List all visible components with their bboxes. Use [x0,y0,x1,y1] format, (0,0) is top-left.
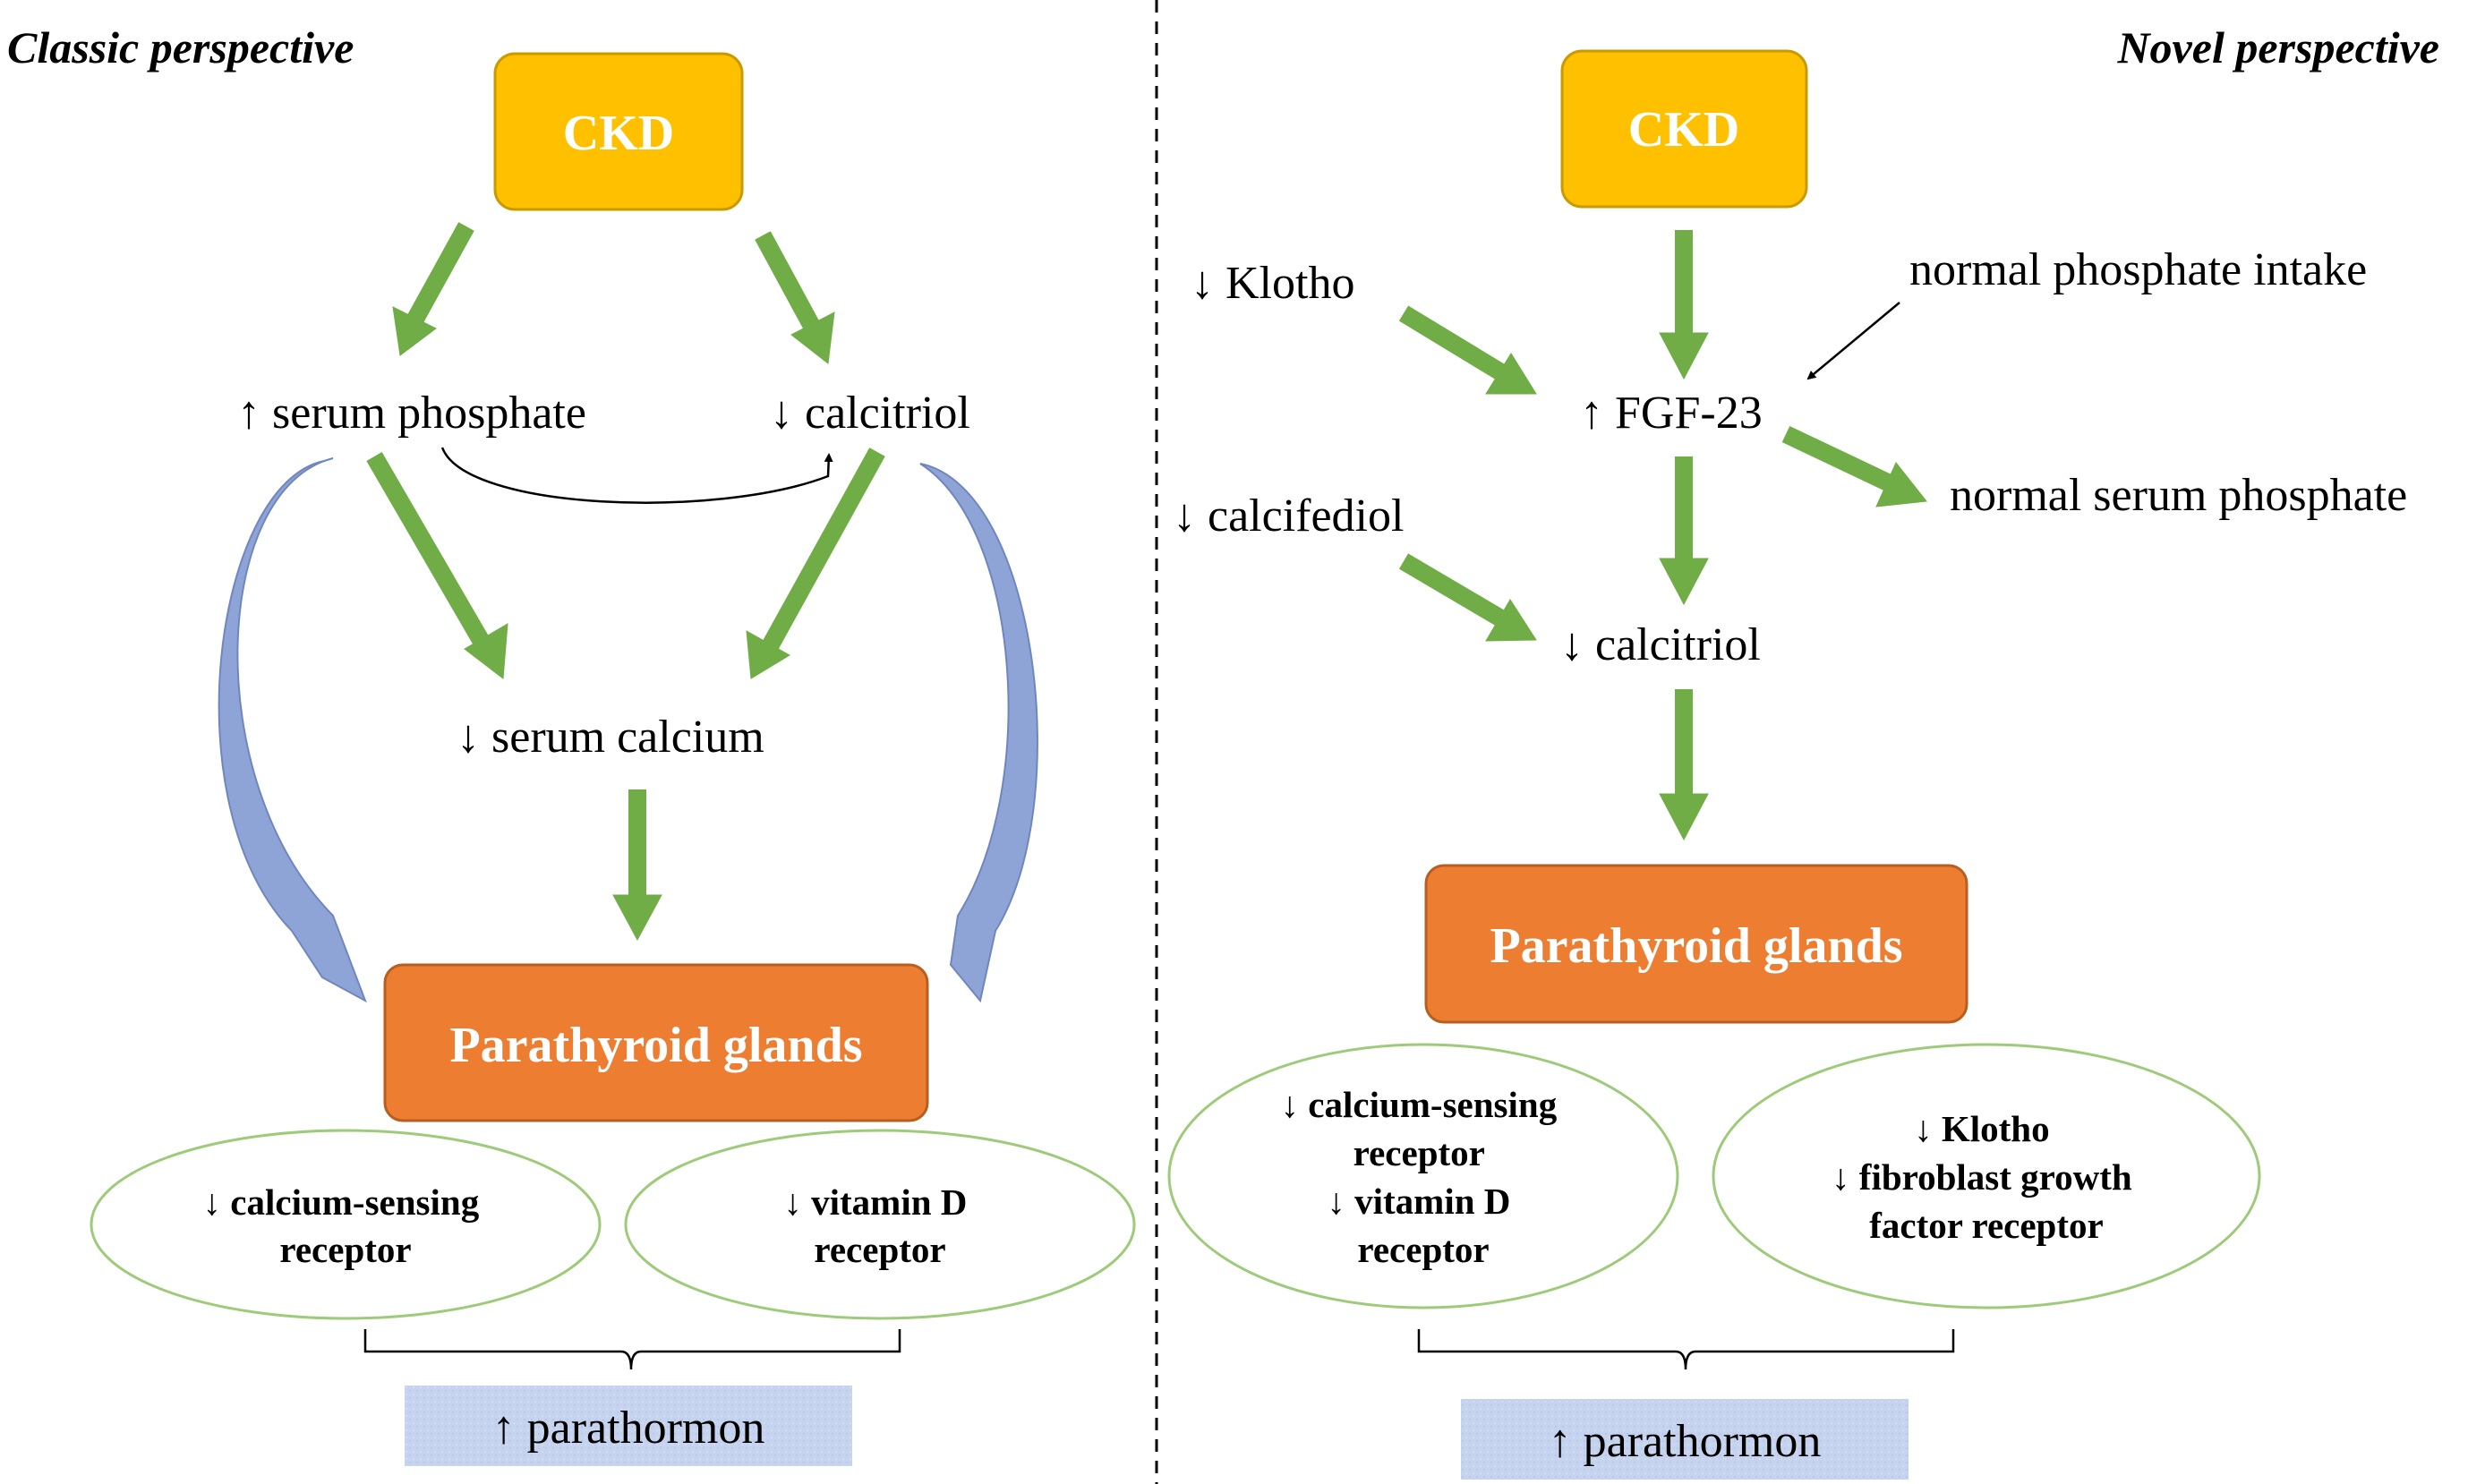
arrow-fgf23-to-serum-phosphate [1781,425,1927,507]
right-brace [1417,1329,1955,1370]
arrow-calcifediol-to-calcitriol [1398,553,1537,642]
right-klotho: ↓ Klotho [1191,258,1354,309]
left-ckd-label: CKD [563,106,674,161]
right-calcifediol: ↓ calcifediol [1173,490,1404,542]
left-heading: Classic perspective [7,22,354,72]
arrow-klotho-to-fgf23 [1398,305,1537,395]
right-heading: Novel perspective [2116,22,2439,72]
right-result-box: ↑ parathormon [1461,1399,1909,1480]
right-calcitriol: ↓ calcitriol [1560,619,1761,670]
left-parathyroid-box: Parathyroid glands [383,963,929,1122]
left-brace [363,1329,901,1370]
right-ckd-label: CKD [1628,102,1739,158]
arrow-ckd-to-fgf23 [1659,230,1709,380]
left-result-box: ↑ parathormon [405,1386,852,1466]
right-ellipse-casr-vdr-text: ↓ calcium-sensing receptor ↓ vitamin D r… [1281,1084,1567,1270]
right-green-arrows [1398,230,1927,841]
left-ellipse-vdr-text: ↓ vitamin D receptor [783,1181,976,1270]
left-ellipse-casr: ↓ calcium-sensing receptor [90,1129,602,1320]
right-parathyroid-label: Parathyroid glands [1490,918,1902,974]
right-normal-serum-phosphate: normal serum phosphate [1950,470,2407,521]
arrow-ckd-to-phosphate [392,222,474,356]
left-serum-phosphate: ↑ serum phosphate [237,388,586,439]
right-phosphate-intake: normal phosphate intake [1909,244,2367,295]
left-ellipse-vdr: ↓ vitamin D receptor [624,1129,1136,1320]
right-ellipse-klotho-fgfr-text: ↓ Klotho ↓ fibroblast growth factor rece… [1832,1108,2141,1246]
left-parathyroid-label: Parathyroid glands [449,1018,862,1073]
left-serum-calcium: ↓ serum calcium [457,712,764,763]
right-parathyroid-box: Parathyroid glands [1424,864,1968,1024]
right-ellipse-klotho-fgfr: ↓ Klotho ↓ fibroblast growth factor rece… [1712,1043,2261,1309]
right-ckd-box: CKD [1560,49,1808,209]
arrow-fgf23-to-calcitriol [1659,456,1709,606]
arrow-intake-to-fgf23 [1806,302,1900,380]
left-result-label: ↑ parathormon [492,1403,765,1454]
left-blue-arrow-phosphate [218,457,367,1003]
arrow-phosphate-to-calcitriol [440,447,833,504]
left-ckd-box: CKD [493,52,744,211]
arrow-calcitriol-to-calcium [746,448,885,679]
left-blue-arrow-calcitriol [919,463,1038,1003]
arrow-phosphate-to-calcium [366,451,508,679]
right-fgf23: ↑ FGF-23 [1580,388,1763,439]
arrow-calcium-to-parathyroid [612,789,662,942]
arrow-ckd-to-calcitriol [755,231,835,364]
left-ellipse-casr-text: ↓ calcium-sensing receptor [203,1181,489,1270]
left-calcitriol: ↓ calcitriol [770,388,970,439]
arrow-calcitriol-to-parathyroid [1659,689,1709,841]
right-result-label: ↑ parathormon [1549,1416,1822,1467]
left-green-arrows [366,222,885,942]
right-ellipse-casr-vdr: ↓ calcium-sensing receptor ↓ vitamin D r… [1167,1043,1679,1309]
